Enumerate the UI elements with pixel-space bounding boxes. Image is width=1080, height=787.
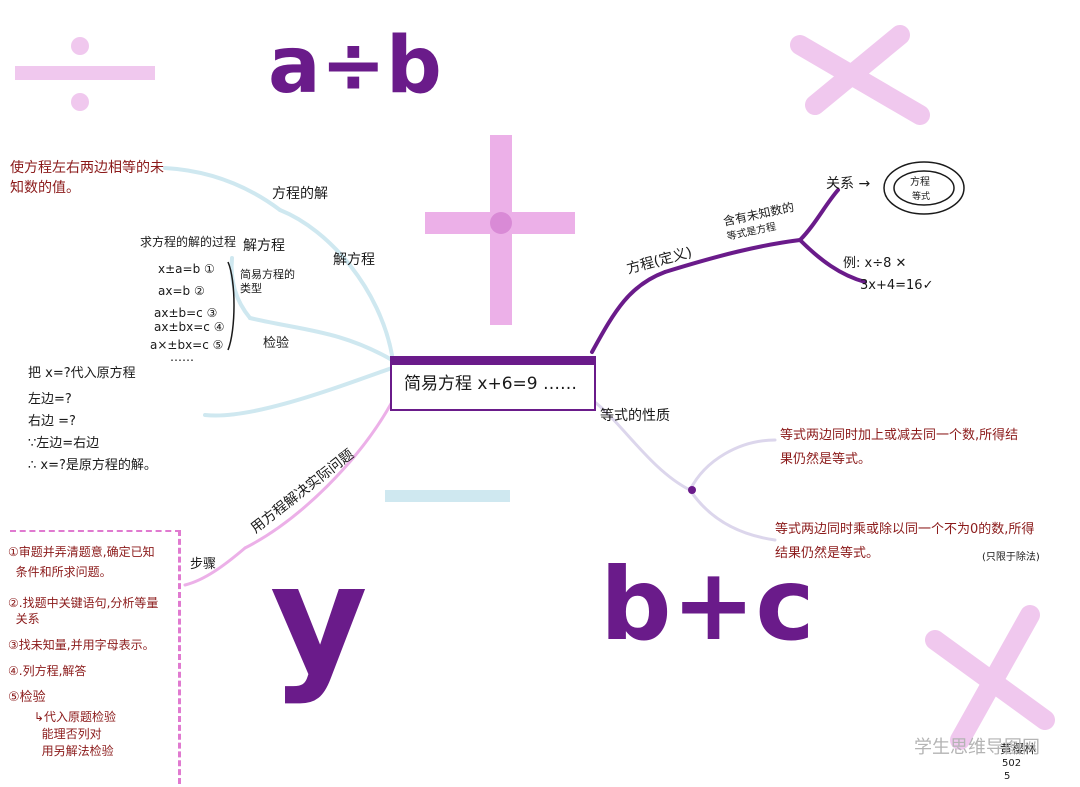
- type-2: ax=b ②: [158, 284, 205, 298]
- divide-sign-decoration: [15, 37, 155, 111]
- signature-class: 502: [1002, 758, 1022, 769]
- signature-name: 黄樱林: [1000, 742, 1037, 756]
- center-topic-label: 简易方程 x+6=9 ……: [404, 374, 577, 394]
- type-more: ……: [170, 350, 194, 364]
- center-topic-box: 简易方程 x+6=9 ……: [390, 356, 596, 411]
- check-step-2: 左边=?: [28, 392, 72, 407]
- relation-circle-top: 方程: [910, 177, 930, 188]
- signature-number: 5: [1004, 771, 1011, 782]
- step-3: ③找未知量,并用字母表示。: [8, 638, 155, 652]
- step-5: ⑤检验: [8, 690, 46, 705]
- check-method-3: 用另解法检验: [34, 744, 114, 758]
- type-5: a×±bx=c ⑤: [150, 338, 224, 352]
- property-1-line-1: 等式两边同时加上或减去同一个数,所得结: [780, 428, 1019, 443]
- multiply-sign-decoration-bottom: [925, 605, 1055, 750]
- solve-process-label: 求方程的解的过程: [140, 235, 237, 249]
- check-step-1: 把 x=?代入原方程: [28, 366, 136, 381]
- step-1b: 条件和所求问题。: [8, 565, 112, 579]
- solution-definition-2: 知数的值。: [10, 180, 80, 196]
- solution-definition-1: 使方程左右两边相等的未: [10, 160, 164, 176]
- step-1a: ①审题并弄清题意,确定已知: [8, 545, 155, 559]
- formula-b-plus-c: b+c: [600, 546, 815, 663]
- property-1-line-2: 果仍然是等式。: [780, 452, 872, 467]
- example-2: 3x+4=16✓: [860, 278, 934, 293]
- minus-sign-decoration: [385, 490, 510, 502]
- solve-equation-branch: 解方程: [333, 252, 375, 268]
- property-2-line-1: 等式两边同时乘或除以同一个不为0的数,所得: [775, 522, 1035, 537]
- step-2b: 关系: [8, 612, 40, 626]
- steps-label: 步骤: [190, 557, 217, 572]
- right-top-branches: [590, 188, 867, 354]
- types-label-2: 类型: [240, 282, 262, 295]
- type-3: ax±b=c ③: [154, 306, 218, 320]
- step-2a: ②.找题中关键语句,分析等量: [8, 596, 159, 610]
- solution-label: 方程的解: [272, 186, 328, 202]
- solve-method-label: 解方程: [243, 238, 285, 254]
- type-1: x±a=b ①: [158, 262, 215, 276]
- check-method-1: ↳代入原题检验: [34, 710, 117, 724]
- check-step-3: 右边 =?: [28, 414, 76, 429]
- property-2-line-2: 结果仍然是等式。: [775, 546, 880, 561]
- left-top-branches: [163, 166, 394, 418]
- plus-sign-decoration: [425, 135, 575, 325]
- check-step-5: ∴ x=?是原方程的解。: [28, 458, 157, 473]
- example-1: 例: x÷8 ✕: [843, 256, 907, 271]
- types-label-1: 简易方程的: [240, 268, 295, 281]
- multiply-sign-decoration-top: [790, 25, 930, 125]
- letter-y: y: [270, 533, 368, 707]
- type-4: ax±bx=c ④: [154, 320, 225, 334]
- right-bottom-branches: [590, 398, 777, 542]
- relation-circle: [883, 161, 965, 215]
- equality-property-branch: 等式的性质: [600, 408, 670, 424]
- formula-a-div-b: a÷b: [268, 21, 442, 111]
- check-step-4: ∵左边=右边: [28, 436, 100, 451]
- step-4: ④.列方程,解答: [8, 664, 87, 678]
- left-bottom-branch: [183, 400, 394, 587]
- steps-box: [10, 530, 181, 784]
- check-method-2: 能理否列对: [34, 727, 102, 741]
- relation-label: 关系 →: [826, 176, 871, 192]
- property-2-note: (只限于除法): [982, 552, 1040, 563]
- watermark: 学生思维导图网: [914, 737, 1040, 758]
- relation-circle-bottom: 等式: [912, 192, 931, 202]
- check-label: 检验: [263, 336, 290, 351]
